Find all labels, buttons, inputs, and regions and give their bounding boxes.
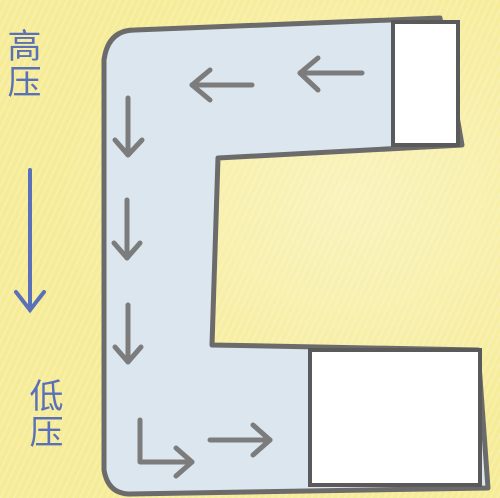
flow-arrow-icon <box>112 95 145 158</box>
flow-arrow-icon <box>137 417 195 479</box>
upper-end-block <box>391 20 460 147</box>
flow-arrow-icon <box>207 422 273 458</box>
arrow-down-icon <box>14 168 46 314</box>
low-pressure-label: 低压 <box>23 378 63 450</box>
flow-arrow-icon <box>189 67 255 103</box>
flow-arrow-icon <box>297 55 365 93</box>
high-pressure-label: 高压 <box>1 28 41 100</box>
flow-arrow-icon <box>111 197 143 261</box>
flow-arrow-icon <box>112 302 144 365</box>
lower-end-block <box>308 348 482 487</box>
